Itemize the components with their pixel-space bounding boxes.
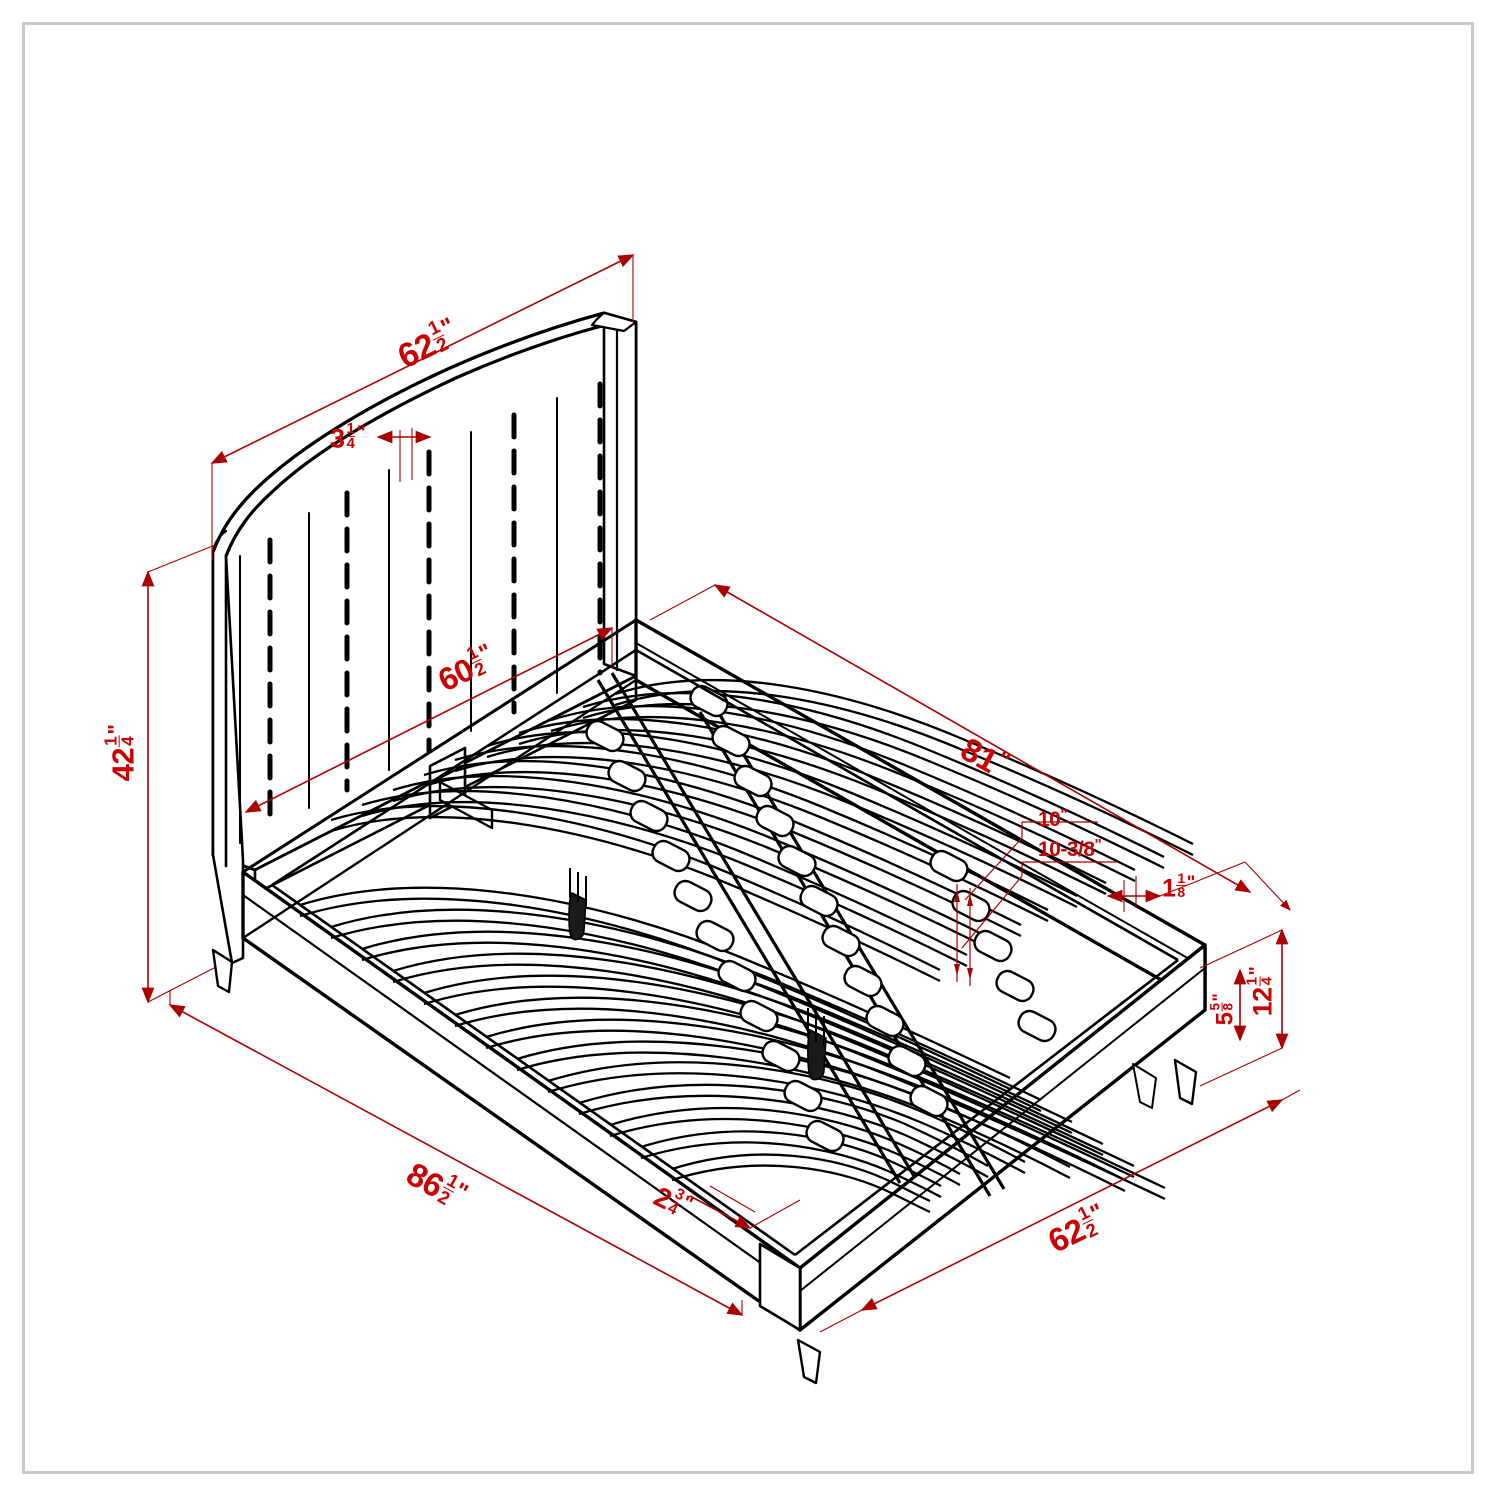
bed-legs xyxy=(211,948,1198,1385)
center-support-legs xyxy=(568,891,827,1081)
dimline-overall-width xyxy=(860,1099,1284,1311)
dimline-overall-length xyxy=(168,1004,744,1316)
leader-10-38in xyxy=(961,875,1023,949)
dimline-footboard-thickness xyxy=(689,1195,752,1229)
center-support-leg-hatch xyxy=(569,868,825,1046)
headboard-group xyxy=(211,311,638,965)
dimline-headboard-inner-width xyxy=(244,627,614,813)
dimension-lines xyxy=(141,254,1301,1333)
dimline-headboard-top-width xyxy=(210,254,635,464)
leader-10in xyxy=(964,837,1023,901)
dim-slat-spacing-top: 10" xyxy=(1038,806,1068,831)
dimline-frame-inner-length xyxy=(713,584,1252,893)
dim-slat-spacing-bottom: 10-3/8" xyxy=(1038,836,1102,861)
